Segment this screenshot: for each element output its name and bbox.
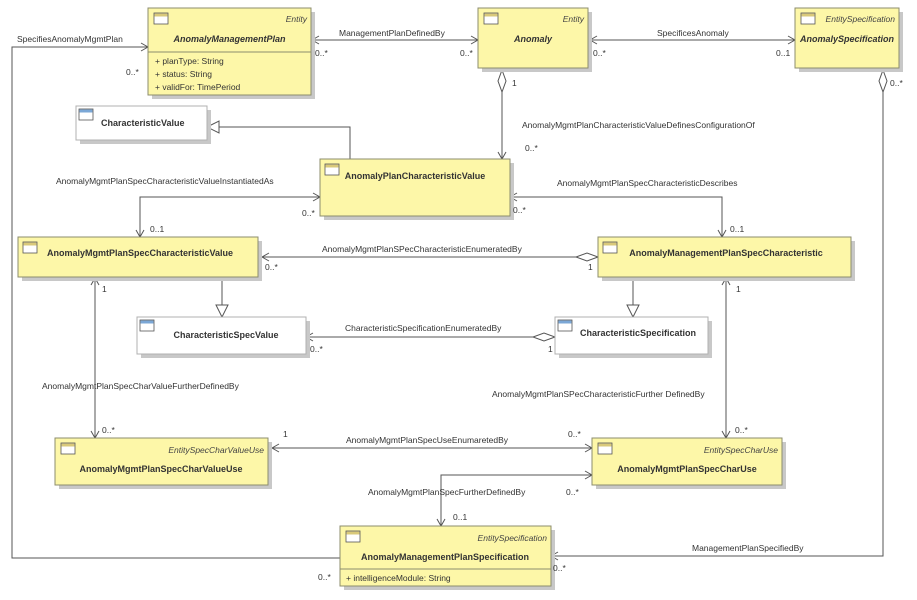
- multiplicity: 1: [283, 429, 288, 439]
- edge-specifies-anomaly-mgmt-plan[interactable]: [11, 46, 340, 559]
- class-name: AnomalyMgmtPlanSpecCharValueUse: [79, 464, 242, 474]
- class-characteristic-value[interactable]: CharacteristicValue: [75, 105, 211, 144]
- multiplicity: 0..*: [568, 429, 581, 439]
- multiplicity: 1: [548, 344, 553, 354]
- class-anomaly-mgmt-plan-spec-char-value-use[interactable]: EntitySpecCharValueUse AnomalyMgmtPlanSp…: [54, 437, 272, 489]
- class-anomaly-mgmt-plan-spec-characteristic-value[interactable]: AnomalyMgmtPlanSpecCharacteristicValue: [17, 236, 262, 281]
- class-anomaly[interactable]: Entity Anomaly: [477, 7, 592, 72]
- class-name: AnomalyManagementPlan: [172, 34, 286, 44]
- class-name: AnomalyManagementPlanSpecification: [361, 552, 529, 562]
- multiplicity: 0..*: [525, 143, 538, 153]
- assoc-label: CharacteristicSpecificationEnumeratedBy: [345, 323, 502, 333]
- multiplicity: 1: [102, 284, 107, 294]
- attribute: + validFor: TimePeriod: [155, 82, 241, 92]
- stereotype-label: EntitySpecCharUse: [704, 445, 778, 455]
- class-name: AnomalyManagementPlanSpecCharacteristic: [629, 248, 823, 258]
- assoc-label: ManagementPlanDefinedBy: [339, 28, 446, 38]
- edge-value-instantiated-as[interactable]: [139, 196, 320, 237]
- class-name: CharacteristicSpecification: [580, 328, 696, 338]
- attribute: + planType: String: [155, 56, 224, 66]
- class-anomaly-management-plan-specification[interactable]: EntitySpecification AnomalyManagementPla…: [339, 525, 555, 590]
- assoc-label: AnomalyMgmtPlanSpecFurtherDefinedBy: [368, 487, 526, 497]
- assoc-label: SpecificesAnomaly: [657, 28, 730, 38]
- class-anomaly-management-plan-spec-characteristic[interactable]: AnomalyManagementPlanSpecCharacteristic: [597, 236, 855, 281]
- multiplicity: 0..1: [453, 512, 467, 522]
- multiplicity: 1: [736, 284, 741, 294]
- class-name: CharacteristicValue: [101, 118, 185, 128]
- class-name: AnomalySpecification: [799, 34, 895, 44]
- assoc-label: AnomalyMgmtPlanSPecCharacteristicEnumera…: [322, 244, 523, 254]
- multiplicity: 0..*: [513, 205, 526, 215]
- edges: [11, 35, 888, 561]
- assoc-label: ManagementPlanSpecifiedBy: [692, 543, 804, 553]
- class-characteristic-specification[interactable]: CharacteristicSpecification: [554, 316, 712, 358]
- multiplicity: 0..*: [318, 572, 331, 582]
- multiplicity: 1: [512, 78, 517, 88]
- assoc-label: SpecifiesAnomalyMgmtPlan: [17, 34, 123, 44]
- multiplicities: 0..* 0..* 0..* 0..* 0..1 1 0..* 0..* 0..…: [102, 48, 903, 582]
- attribute: + intelligenceModule: String: [346, 573, 451, 583]
- multiplicity: 0..*: [126, 67, 139, 77]
- association-labels: SpecifiesAnomalyMgmtPlan ManagementPlanD…: [17, 28, 804, 553]
- stereotype-label: EntitySpecification: [478, 533, 548, 543]
- multiplicity: 1: [588, 262, 593, 272]
- assoc-label: AnomalyMgmtPlanSpecUseEnumaretedBy: [346, 435, 509, 445]
- assoc-label: AnomalyMgmtPlanSpecCharacteristicDescrib…: [557, 178, 737, 188]
- class-name: Anomaly: [513, 34, 553, 44]
- class-name: AnomalyPlanCharacteristicValue: [345, 171, 486, 181]
- multiplicity: 0..*: [593, 48, 606, 58]
- multiplicity: 0..*: [302, 208, 315, 218]
- multiplicity: 0..*: [265, 262, 278, 272]
- multiplicity: 0..1: [730, 224, 744, 234]
- multiplicity: 0..*: [310, 344, 323, 354]
- assoc-label: AnomalyMgmtPlanCharacteristicValueDefine…: [522, 120, 755, 130]
- stereotype-label: Entity: [563, 14, 585, 24]
- edge-characteristic-describes[interactable]: [510, 196, 723, 237]
- multiplicity: 0..*: [315, 48, 328, 58]
- stereotype-label: Entity: [286, 14, 308, 24]
- class-anomaly-mgmt-plan-spec-char-use[interactable]: EntitySpecCharUse AnomalyMgmtPlanSpecCha…: [591, 437, 786, 489]
- assoc-label: AnomalyMgmtPlanSpecCharValueFurtherDefin…: [42, 381, 240, 391]
- class-name: AnomalyMgmtPlanSpecCharacteristicValue: [47, 248, 233, 258]
- class-name: AnomalyMgmtPlanSpecCharUse: [617, 464, 757, 474]
- class-anomaly-specification[interactable]: EntitySpecification AnomalySpecification: [794, 7, 903, 72]
- assoc-label: AnomalyMgmtPlanSpecCharacteristicValueIn…: [56, 176, 274, 186]
- multiplicity: 0..1: [776, 48, 790, 58]
- edge-plan-specified-by[interactable]: [551, 92, 884, 557]
- multiplicity: 0..*: [566, 487, 579, 497]
- class-name: CharacteristicSpecValue: [173, 330, 278, 340]
- class-anomaly-plan-characteristic-value[interactable]: AnomalyPlanCharacteristicValue: [319, 158, 514, 220]
- edge-generalization-apcv-cv[interactable]: [219, 126, 351, 159]
- stereotype-label: EntitySpecCharValueUse: [168, 445, 264, 455]
- assoc-label: AnomalyMgmtPlanSPecCharacteristicFurther…: [492, 389, 705, 399]
- multiplicity: 0..*: [460, 48, 473, 58]
- multiplicity: 0..*: [735, 425, 748, 435]
- edge-spec-further-defined-by[interactable]: [440, 474, 592, 526]
- multiplicity: 0..*: [102, 425, 115, 435]
- class-characteristic-spec-value[interactable]: CharacteristicSpecValue: [136, 316, 310, 358]
- attribute: + status: String: [155, 69, 212, 79]
- multiplicity: 0..*: [890, 78, 903, 88]
- multiplicity: 0..1: [150, 224, 164, 234]
- stereotype-label: EntitySpecification: [826, 14, 896, 24]
- class-anomaly-management-plan[interactable]: Entity AnomalyManagementPlan + planType:…: [147, 7, 315, 99]
- multiplicity: 0..*: [553, 563, 566, 573]
